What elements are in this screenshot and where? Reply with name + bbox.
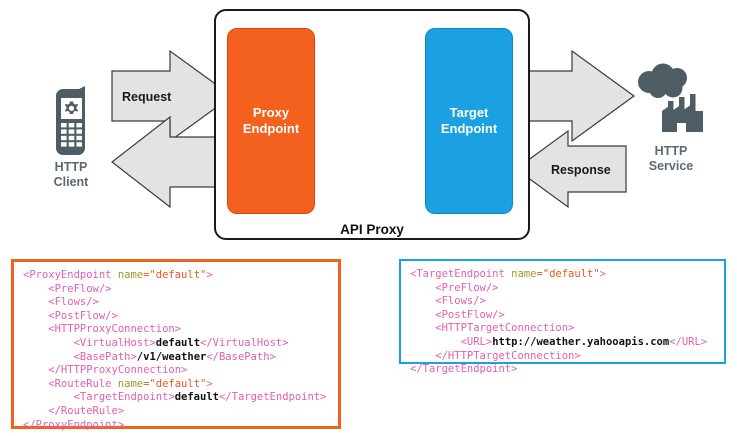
http-client-caption: HTTP Client <box>31 160 111 190</box>
xml-token-tg: </HTTPTargetConnection> <box>410 349 581 362</box>
response-arrow-label: Response <box>551 163 611 177</box>
proxy-xml-line: <TargetEndpoint>default</TargetEndpoint> <box>23 391 329 405</box>
xml-token-tg: <Flows/> <box>410 295 486 308</box>
xml-token-tg: </ProxyEndpoint> <box>23 418 125 431</box>
xml-token-av: ="default" <box>536 268 600 280</box>
proxy-xml-line: <RouteRule name="default"> <box>23 378 329 392</box>
http-client-caption-line1: HTTP <box>54 160 88 174</box>
target-xml-line: </HTTPTargetConnection> <box>410 350 715 364</box>
xml-token-tx: http://weather.yahooapis.com <box>492 335 670 348</box>
xml-token-tg: </VirtualHost> <box>200 336 289 349</box>
api-proxy-diagram: Request Response Proxy Endpoint Target E… <box>31 9 711 240</box>
client-inbound-arrow <box>111 115 229 209</box>
proxy-xml-line: <BasePath>/v1/weather</BasePath> <box>23 351 329 365</box>
xml-token-tg: </URL> <box>669 335 708 348</box>
proxy-xml-line: </RouteRule> <box>23 405 329 419</box>
xml-token-tg: <TargetEndpoint> <box>23 391 175 404</box>
xml-token-tg: > <box>206 269 213 281</box>
cloud-factory-icon <box>638 63 703 132</box>
mobile-phone-gear-icon <box>56 86 85 155</box>
proxy-xml-line: <Flows/> <box>23 296 329 310</box>
xml-token-at: name <box>117 377 144 390</box>
proxy-xml-line: </ProxyEndpoint> <box>23 419 329 433</box>
xml-token-tg: </HTTPProxyConnection> <box>23 364 188 377</box>
target-xml-line: <TargetEndpoint name="default"> <box>410 268 715 282</box>
response-arrow <box>514 129 627 209</box>
target-xml-line: <HTTPTargetConnection> <box>410 322 715 336</box>
proxy-xml-line: <PreFlow/> <box>23 283 329 297</box>
xml-token-tg: <RouteRule <box>23 377 118 390</box>
xml-token-tg: </TargetEndpoint> <box>218 391 327 404</box>
api-proxy-container-label: API Proxy <box>340 222 404 237</box>
xml-token-tg: <ProxyEndpoint <box>23 269 118 281</box>
xml-token-tg: > <box>599 268 606 280</box>
http-service-caption: HTTP Service <box>631 144 711 174</box>
xml-token-tx: default <box>155 336 201 349</box>
xml-token-tg: <PostFlow/> <box>410 308 505 321</box>
xml-token-tg: <VirtualHost> <box>23 336 156 349</box>
xml-token-at: name <box>117 269 144 281</box>
http-client-caption-line2: Client <box>53 175 89 189</box>
http-service-caption-line2: Service <box>648 159 694 173</box>
proxy-xml-line: <HTTPProxyConnection> <box>23 323 329 337</box>
xml-token-tg: </RouteRule> <box>23 404 125 417</box>
xml-token-tg: <Flows/> <box>23 296 99 309</box>
proxy-xml-line: </HTTPProxyConnection> <box>23 364 329 378</box>
xml-token-tg: <PreFlow/> <box>410 281 499 294</box>
xml-token-tg: <BasePath> <box>23 350 137 363</box>
target-endpoint-label-line1: Target <box>449 104 489 120</box>
target-endpoint-xml-panel: <TargetEndpoint name="default"> <PreFlow… <box>399 259 726 375</box>
xml-token-tg: <PostFlow/> <box>23 309 118 322</box>
xml-token-av: ="default" <box>143 377 207 390</box>
request-arrow-label: Request <box>122 90 172 104</box>
xml-token-tx: default <box>174 391 219 404</box>
xml-token-tx: /v1/weather <box>136 350 207 363</box>
target-xml-line: <PostFlow/> <box>410 309 715 323</box>
proxy-xml-line: <VirtualHost>default</VirtualHost> <box>23 337 329 351</box>
xml-token-tg: <TargetEndpoint <box>410 268 512 280</box>
proxy-endpoint-xml-panel: <ProxyEndpoint name="default"> <PreFlow/… <box>11 259 341 431</box>
xml-token-tg: </BasePath> <box>206 350 276 363</box>
target-xml-line: <URL>http://weather.yahooapis.com</URL> <box>410 336 715 350</box>
xml-token-tg: > <box>206 377 213 390</box>
xml-token-at: name <box>511 268 537 280</box>
target-xml-line: <Flows/> <box>410 295 715 309</box>
xml-token-tg: <HTTPTargetConnection> <box>410 322 575 335</box>
proxy-xml-line: <PostFlow/> <box>23 310 329 324</box>
proxy-endpoint-label-line2: Endpoint <box>242 121 300 136</box>
xml-token-tg: </TargetEndpoint> <box>410 363 518 376</box>
proxy-endpoint-label-line1: Proxy <box>252 104 290 120</box>
target-xml-line: <PreFlow/> <box>410 282 715 296</box>
xml-token-tg: <URL> <box>410 335 493 348</box>
request-arrow <box>111 49 234 143</box>
xml-token-av: ="default" <box>143 269 207 281</box>
target-endpoint-box[interactable]: Target Endpoint <box>425 28 513 214</box>
service-outbound-arrow <box>513 49 636 143</box>
proxy-endpoint-box[interactable]: Proxy Endpoint <box>227 28 315 214</box>
xml-token-tg: <HTTPProxyConnection> <box>23 323 182 336</box>
proxy-xml-line: <ProxyEndpoint name="default"> <box>23 269 329 283</box>
http-service-caption-line1: HTTP <box>654 144 688 158</box>
target-xml-line: </TargetEndpoint> <box>410 363 715 377</box>
target-endpoint-label-line2: Endpoint <box>440 121 498 136</box>
xml-token-tg: <PreFlow/> <box>23 282 112 295</box>
